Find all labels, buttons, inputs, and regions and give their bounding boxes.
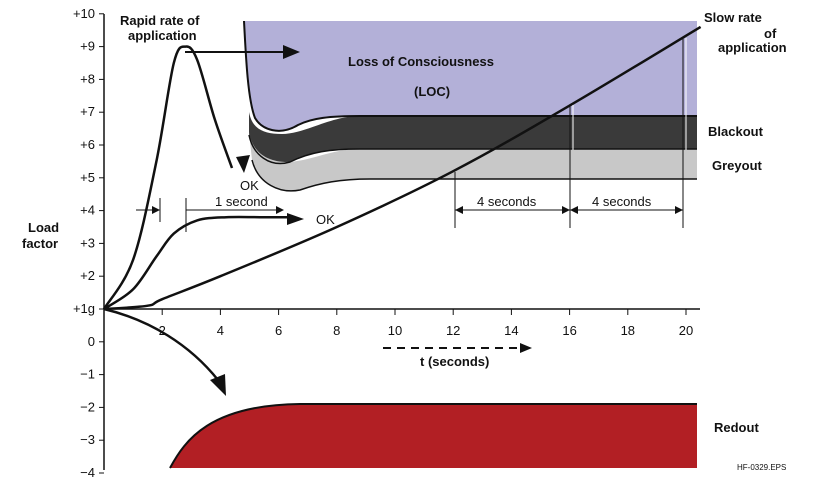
four-seconds-label-a: 4 seconds (477, 194, 537, 209)
rapid-peak-arrow-head (283, 45, 300, 59)
moderate-onset-curve (103, 215, 294, 311)
y-tick-label: −3 (80, 432, 95, 447)
y-ticks: +10 +9 +8 +7 +6 +5 +4 +3 +2 +1g 0 −1 −2 −3 −4 (73, 6, 104, 480)
y-tick-label: −1 (80, 367, 95, 382)
figure-id: HF-0329.EPS (737, 463, 786, 472)
x-axis-label: t (seconds) (420, 354, 489, 369)
zone-blackout (249, 112, 697, 164)
y-tick-label: +1g (73, 301, 95, 316)
y-axis-label-line2: factor (22, 236, 58, 251)
four-sec-b-label-bg (586, 193, 666, 209)
rapid-onset-curve (102, 45, 234, 310)
redout-label: Redout (714, 420, 759, 435)
four-sec-a-right-head (562, 206, 570, 214)
y-tick-label: −2 (80, 399, 95, 414)
four-sec-b-right-head (675, 206, 683, 214)
one-second-label: 1 second (215, 194, 268, 209)
rapid-rate-label-line1: Rapid rate of (120, 13, 200, 28)
slow-rate-label-line1: Slow rate (704, 10, 762, 25)
x-tick-label: 18 (621, 323, 635, 338)
x-tick-label: 10 (388, 323, 402, 338)
one-second-right-head (276, 206, 284, 214)
y-tick-label: 0 (88, 334, 95, 349)
x-tick-label: 12 (446, 323, 460, 338)
ok-label-1: OK (240, 178, 259, 193)
four-second-markers (454, 38, 687, 228)
moderate-arrow-head (287, 213, 304, 225)
x-axis-arrow-head (520, 343, 532, 353)
negative-g-curve (103, 307, 219, 381)
one-second-left-head (152, 206, 160, 214)
y-tick-label: +4 (80, 203, 95, 218)
four-seconds-label-b: 4 seconds (592, 194, 652, 209)
ok-label-2: OK (316, 212, 335, 227)
x-tick-label: 16 (562, 323, 576, 338)
y-tick-label: +7 (80, 104, 95, 119)
y-tick-label: +2 (80, 268, 95, 283)
four-sec-b-left-head (570, 206, 578, 214)
slow-rate-label-line3: application (718, 40, 787, 55)
x-tick-label: 2 (159, 323, 166, 338)
rapid-rate-label-line2: application (128, 28, 197, 43)
blackout-boundary-line (248, 134, 697, 165)
redout-boundary-line (169, 403, 697, 469)
greyout-label: Greyout (712, 158, 763, 173)
blackout-label: Blackout (708, 124, 764, 139)
y-tick-label: +10 (73, 6, 95, 21)
x-tick-label: 20 (679, 323, 693, 338)
zone-loss-of-consciousness (244, 21, 697, 131)
x-tick-label: 14 (504, 323, 518, 338)
x-tick-label: 8 (333, 323, 340, 338)
arrows (103, 45, 304, 396)
four-sec-a-label-bg (472, 193, 552, 209)
x-tick-label: 6 (275, 323, 282, 338)
x-tick-label: 4 (217, 323, 224, 338)
loc-boundary-line (243, 20, 697, 132)
loc-label: Loss of Consciousness (348, 54, 494, 69)
zone-redout (170, 404, 697, 468)
slow-rate-label-line2: of (764, 26, 777, 41)
greyout-boundary-line (251, 159, 697, 192)
negative-g-arrow-head (210, 374, 226, 396)
four-sec-a-left-head (455, 206, 463, 214)
y-tick-label: +3 (80, 235, 95, 250)
y-axis-label-line1: Load (28, 220, 59, 235)
y-tick-label: +8 (80, 71, 95, 86)
y-tick-label: −4 (80, 465, 95, 480)
y-tick-label: +6 (80, 137, 95, 152)
x-ticks: 2 4 6 8 10 12 14 16 18 20 (159, 309, 693, 338)
loc-sub-label: (LOC) (414, 84, 450, 99)
y-tick-label: +5 (80, 170, 95, 185)
y-tick-label: +9 (80, 39, 95, 54)
rapid-descent-arrow-head (236, 155, 250, 173)
